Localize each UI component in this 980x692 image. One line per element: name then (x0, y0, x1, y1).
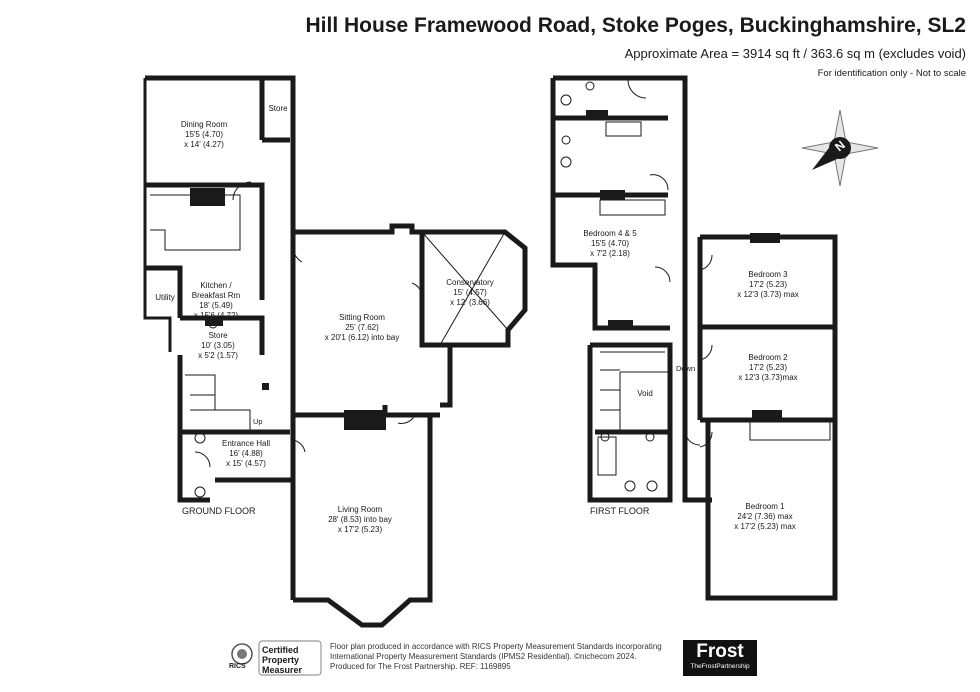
stair-label-down: Down (676, 364, 696, 373)
ground-floor-detail (150, 181, 509, 498)
first-floor-fixtures (586, 110, 782, 420)
rics-logo-text: RICS (229, 663, 246, 670)
first-floor-detail (560, 79, 831, 492)
stair-label-up: Up (253, 417, 263, 426)
frost-brand-sub: TheFrostPartnership (690, 663, 750, 670)
room-label-void: Void (637, 389, 653, 398)
footer-disclaimer: Floor plan produced in accordance with R… (330, 642, 662, 671)
compass-rose (801, 109, 879, 187)
ground-floor-label: GROUND FLOOR (182, 506, 256, 516)
page-title: Hill House Framewood Road, Stoke Poges, … (305, 14, 966, 37)
ground-floor-fixtures (190, 188, 386, 430)
scale-note: For identification only - Not to scale (817, 68, 966, 79)
frost-logo: Frost TheFrostPartnership (683, 640, 757, 676)
ground-floor-walls (143, 75, 528, 628)
room-label-store-top: Store (268, 104, 288, 113)
approximate-area: Approximate Area = 3914 sq ft / 363.6 sq… (624, 46, 966, 61)
rics-certified-badge (231, 640, 322, 676)
first-floor-walls (550, 75, 838, 601)
frost-brand: Frost (696, 641, 744, 662)
first-floor-label: FIRST FLOOR (590, 506, 650, 516)
room-label-utility: Utility (155, 293, 175, 302)
